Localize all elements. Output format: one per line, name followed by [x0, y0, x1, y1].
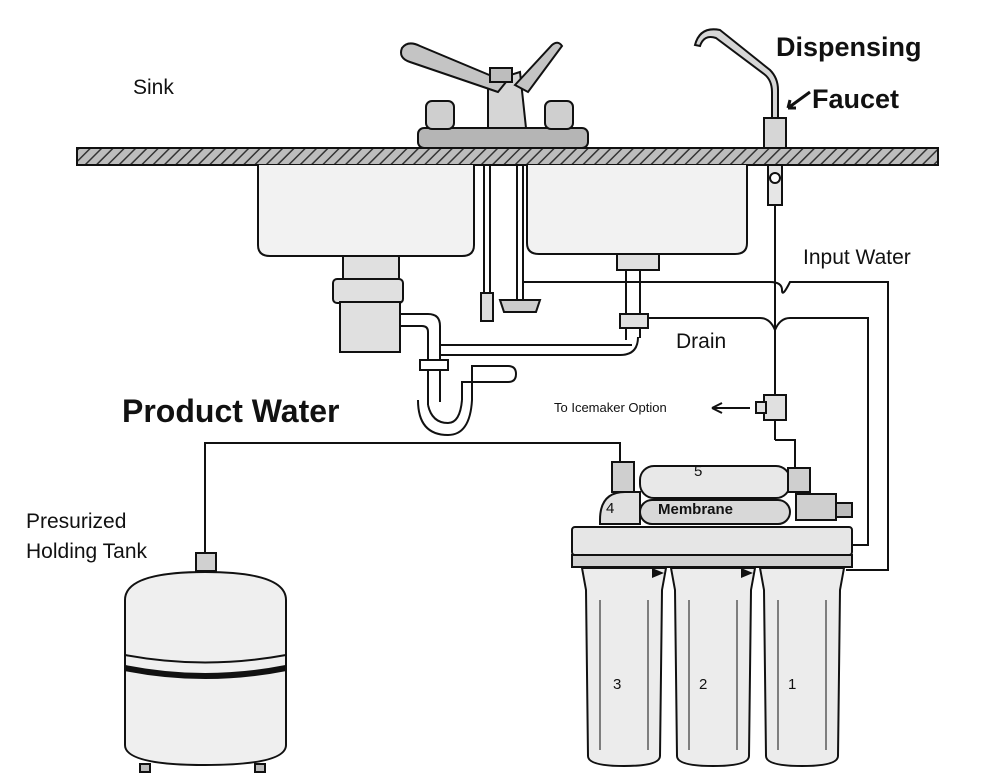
flow-arrows	[652, 568, 753, 578]
stage-1-label: 1	[788, 676, 797, 693]
product-water-label: Product Water	[122, 393, 340, 429]
stage-4-label: 4	[606, 500, 615, 517]
water-lines	[204, 205, 889, 571]
filter-assembly	[571, 461, 853, 568]
tank-label-line1: Presurized	[26, 510, 127, 533]
membrane-label: Membrane	[658, 501, 734, 518]
drain-label: Drain	[676, 330, 727, 353]
tank-label-line2: Holding Tank	[26, 540, 148, 563]
faucet-supply-lines	[480, 165, 542, 322]
faucet-label: Faucet	[812, 84, 900, 114]
stage-3-label: 3	[613, 676, 622, 693]
countertop	[76, 147, 939, 166]
icemaker-label: To Icemaker Option	[554, 400, 667, 415]
sink-label: Sink	[133, 76, 174, 99]
sink-faucet	[400, 41, 589, 149]
dispensing-faucet	[693, 28, 787, 206]
icemaker-arrow	[711, 402, 750, 414]
sink-bowls	[257, 165, 748, 257]
dispensing-label: Dispensing	[776, 32, 922, 62]
dispensing-faucet-pointer	[786, 90, 811, 110]
holding-tank	[124, 552, 287, 773]
filter-canisters	[580, 567, 846, 768]
drain-plumbing	[400, 253, 660, 437]
input-water-label: Input Water	[803, 246, 911, 269]
garbage-disposal	[332, 255, 404, 353]
icemaker-tee	[755, 394, 787, 421]
stage-2-label: 2	[699, 676, 708, 693]
stage-5-label: 5	[694, 463, 703, 480]
